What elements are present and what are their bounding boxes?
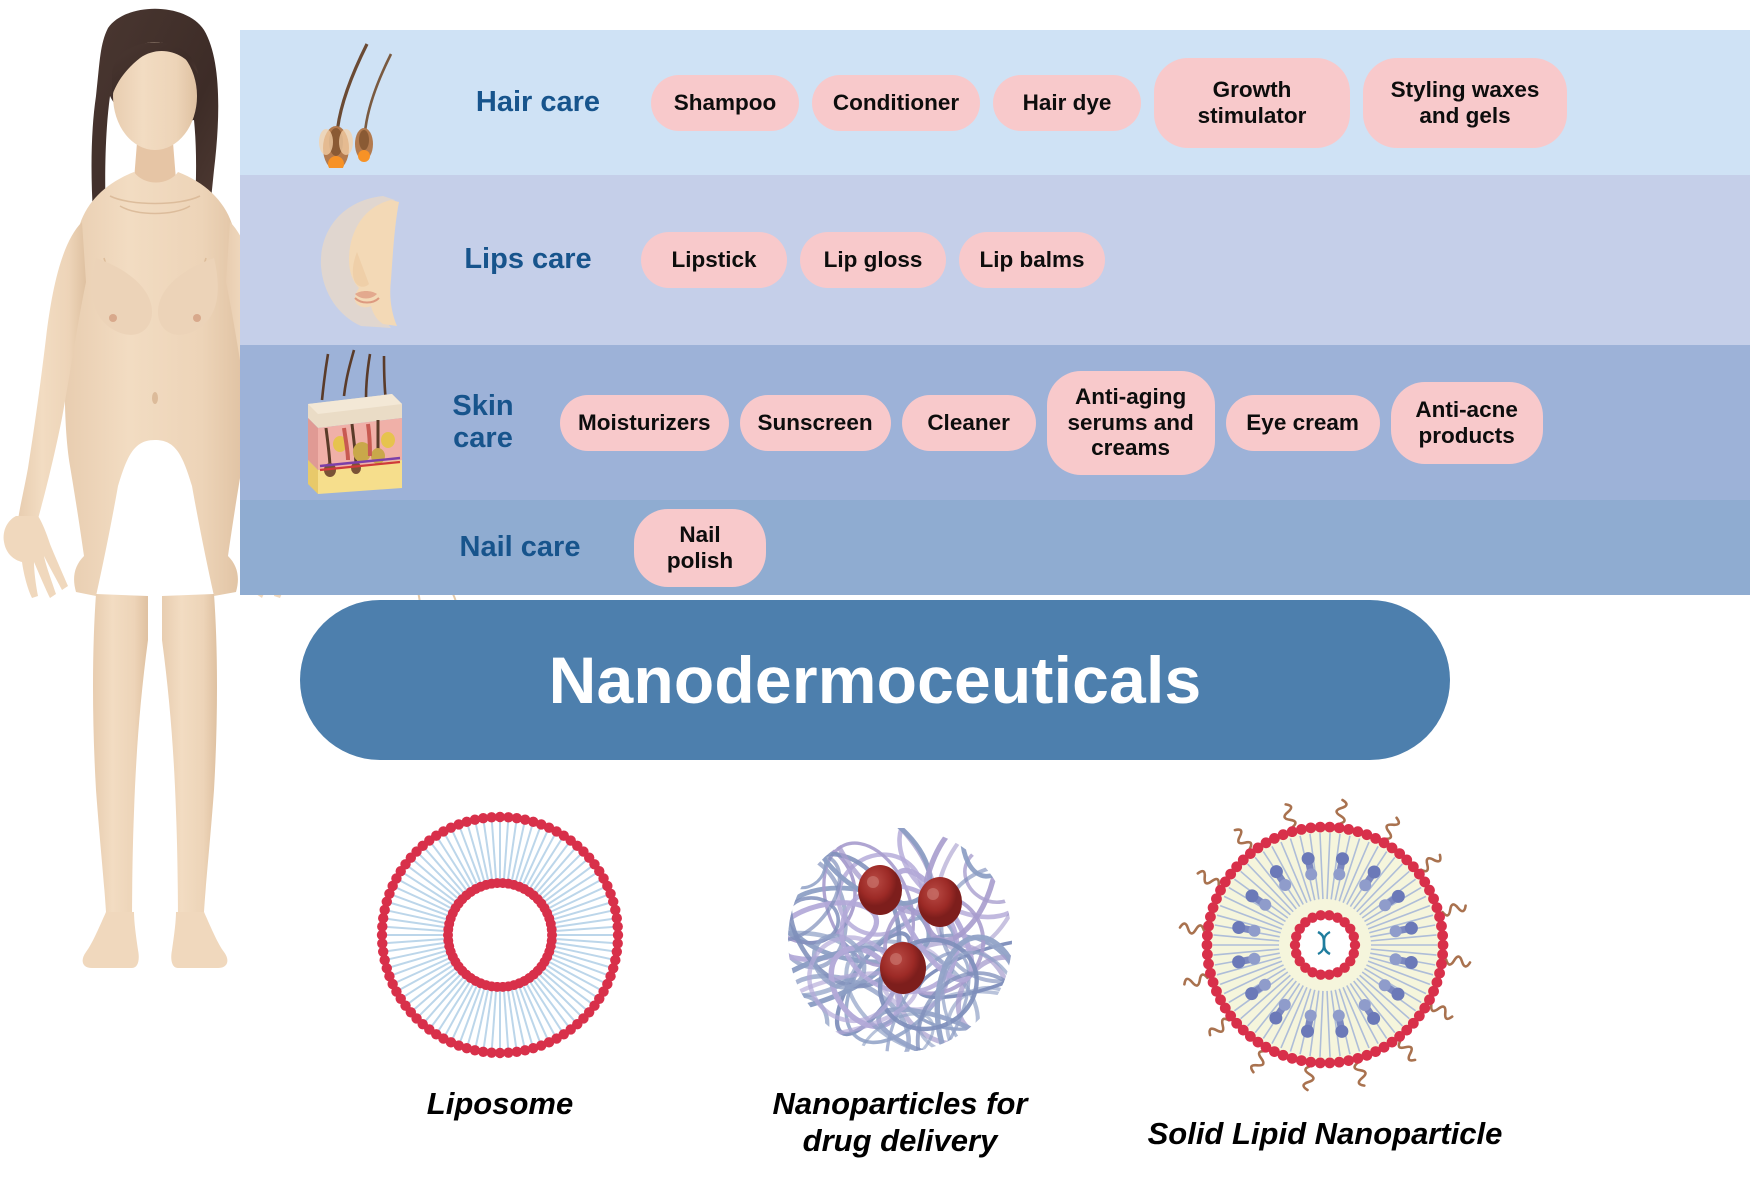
chip-growth-stimulator[interactable]: Growth stimulator (1154, 57, 1350, 148)
band-label-hair-care: Hair care (475, 85, 601, 118)
chip-shampoo[interactable]: Shampoo (651, 74, 799, 131)
encapsulated-drug-molecules (858, 865, 962, 994)
nipple-right (193, 314, 201, 322)
liposome-heads (376, 811, 624, 1059)
chip-conditioner[interactable]: Conditioner (812, 74, 980, 131)
chip-eye-cream[interactable]: Eye cream (1225, 394, 1380, 451)
band-skin-care: Skin care Moisturizers Sunscreen Cleaner… (240, 345, 1750, 500)
nanodermoceuticals-banner: Nanodermoceuticals (300, 600, 1450, 760)
chip-nail-polish[interactable]: Nail polish (634, 508, 766, 587)
female-body-illustration (0, 0, 340, 1000)
chip-sunscreen[interactable]: Sunscreen (739, 394, 891, 451)
chip-styling-waxes-and-gels[interactable]: Styling waxes and gels (1363, 57, 1567, 148)
embedded-lipid-molecules (1232, 852, 1418, 1038)
liposome-tails (382, 817, 618, 1053)
nano-figure-liposome: Liposome (300, 790, 700, 1123)
banner-title: Nanodermoceuticals (548, 643, 1202, 717)
band-label-skin-care: Skin care (452, 390, 514, 454)
foot-right (171, 912, 228, 968)
leg-right (162, 594, 217, 944)
navel (152, 392, 158, 404)
chip-hair-dye[interactable]: Hair dye (993, 74, 1141, 131)
outer-lipid-heads (1201, 821, 1449, 1069)
chip-group-nail-care: Nail polish (634, 508, 766, 587)
band-label-lips-care: Lips care (464, 243, 592, 276)
nano-figure-sln: Solid Lipid Nanoparticle (1090, 780, 1560, 1153)
band-hair-care: Hair care Shampoo Conditioner Hair dye G… (240, 30, 1750, 175)
band-nail-care: Nail care Nail polish (240, 500, 1750, 595)
arm-left (18, 222, 86, 526)
liposome-icon (376, 811, 624, 1059)
caption-sln: Solid Lipid Nanoparticle (1147, 1116, 1503, 1151)
chip-anti-acne-products[interactable]: Anti-acne products (1390, 381, 1543, 464)
head (113, 42, 197, 150)
chip-group-hair-care: Shampoo Conditioner Hair dye Growth stim… (651, 57, 1567, 148)
face-profile-icon (295, 190, 425, 330)
chip-anti-aging-serums-and-creams[interactable]: Anti-aging serums and creams (1046, 370, 1215, 475)
nipple-left (109, 314, 117, 322)
nano-figure-polymeric: Nanoparticles for drug delivery (700, 790, 1100, 1159)
torso (64, 172, 248, 596)
chip-moisturizers[interactable]: Moisturizers (560, 394, 729, 451)
band-lips-care: Lips care Lipstick Lip gloss Lip balms (240, 175, 1750, 345)
skin-cross-section-icon (300, 348, 410, 498)
band-label-nail-care: Nail care (459, 530, 581, 563)
caption-polymeric: Nanoparticles for drug delivery (772, 1086, 1028, 1158)
chip-lip-balms[interactable]: Lip balms (959, 232, 1105, 288)
solid-lipid-nanoparticle-icon (1178, 798, 1472, 1092)
foot-left (82, 912, 139, 968)
leg-left (93, 594, 148, 944)
hand-left (3, 516, 69, 598)
peg-chains (1178, 798, 1472, 1092)
chip-group-skin-care: Moisturizers Sunscreen Cleaner Anti-agin… (560, 370, 1543, 475)
chip-cleaner[interactable]: Cleaner (901, 394, 1036, 451)
breast-left (92, 258, 152, 335)
polymeric-nanoparticle-icon (788, 828, 1012, 1052)
chip-group-lips-care: Lipstick Lip gloss Lip balms (641, 232, 1105, 288)
chip-lip-gloss[interactable]: Lip gloss (800, 232, 946, 288)
breast-right (158, 258, 218, 335)
hair-front (112, 42, 198, 96)
chip-lipstick[interactable]: Lipstick (641, 232, 787, 288)
hair-follicle-icon (305, 38, 425, 168)
polymer-strands (788, 828, 1012, 1052)
caption-liposome: Liposome (426, 1086, 574, 1121)
nucleic-acid-cargo (1317, 930, 1331, 956)
body-svg (3, 8, 309, 968)
